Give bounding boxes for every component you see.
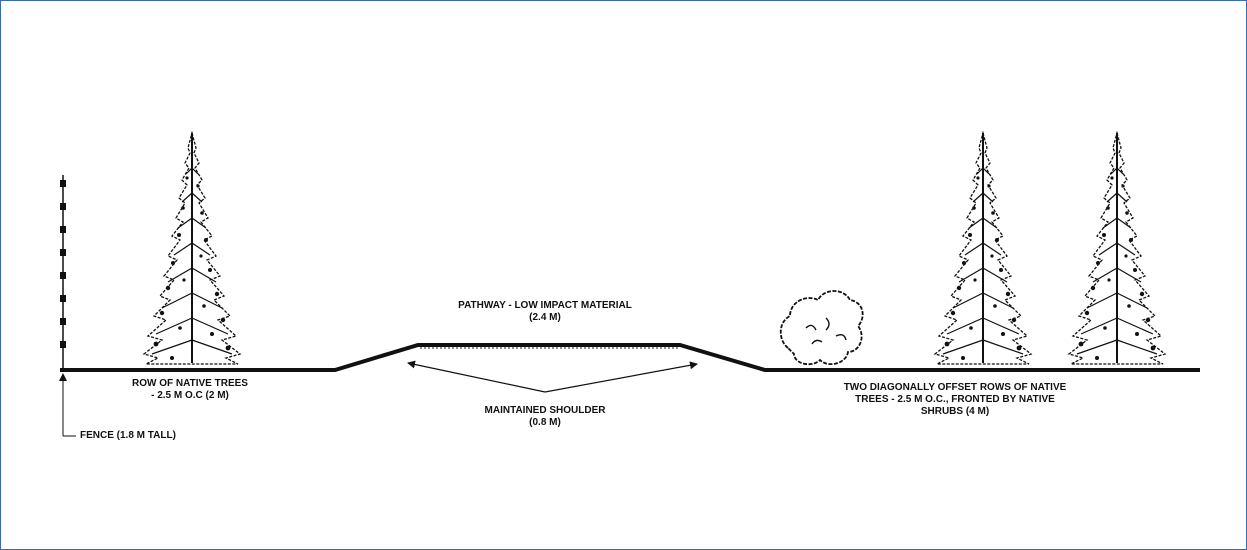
pathway-label-line1: PATHWAY - LOW IMPACT MATERIAL (458, 300, 632, 311)
pathway-label: PATHWAY - LOW IMPACT MATERIAL (2.4 M) (395, 300, 695, 324)
conifer-tree-icon (143, 132, 241, 365)
shrub-icon (779, 290, 864, 366)
shoulder-arrows (407, 360, 698, 393)
offset-rows-label: TWO DIAGONALLY OFFSET ROWS OF NATIVE TRE… (820, 382, 1090, 418)
offset-rows-label-line1: TWO DIAGONALLY OFFSET ROWS OF NATIVE (843, 382, 1067, 393)
offset-rows-label-line3: SHRUBS (4 M) (920, 406, 990, 417)
fence-leader (59, 373, 76, 437)
conifer-tree-icon (934, 132, 1032, 365)
offset-rows-label-line2: TREES - 2.5 M O.C., FRONTED BY NATIVE (855, 394, 1055, 405)
fence-label-text: FENCE (1.8 M TALL) (80, 430, 176, 441)
row-trees-label-line1: ROW OF NATIVE TREES (132, 378, 248, 389)
shoulder-label-line2: (0.8 M) (529, 417, 561, 428)
row-trees-label: ROW OF NATIVE TREES - 2.5 M O.C (2 M) (105, 378, 275, 402)
row-trees-label-line2: - 2.5 M O.C (2 M) (151, 390, 229, 401)
ground-line (60, 343, 1200, 372)
shoulder-label-line1: MAINTAINED SHOULDER (484, 405, 606, 416)
pathway-label-line2: (2.4 M) (529, 312, 561, 323)
conifer-tree-icon (1068, 132, 1166, 365)
fence-label: FENCE (1.8 M TALL) (80, 430, 176, 442)
shoulder-label: MAINTAINED SHOULDER (0.8 M) (445, 405, 645, 429)
fence-post-icon (60, 175, 66, 370)
